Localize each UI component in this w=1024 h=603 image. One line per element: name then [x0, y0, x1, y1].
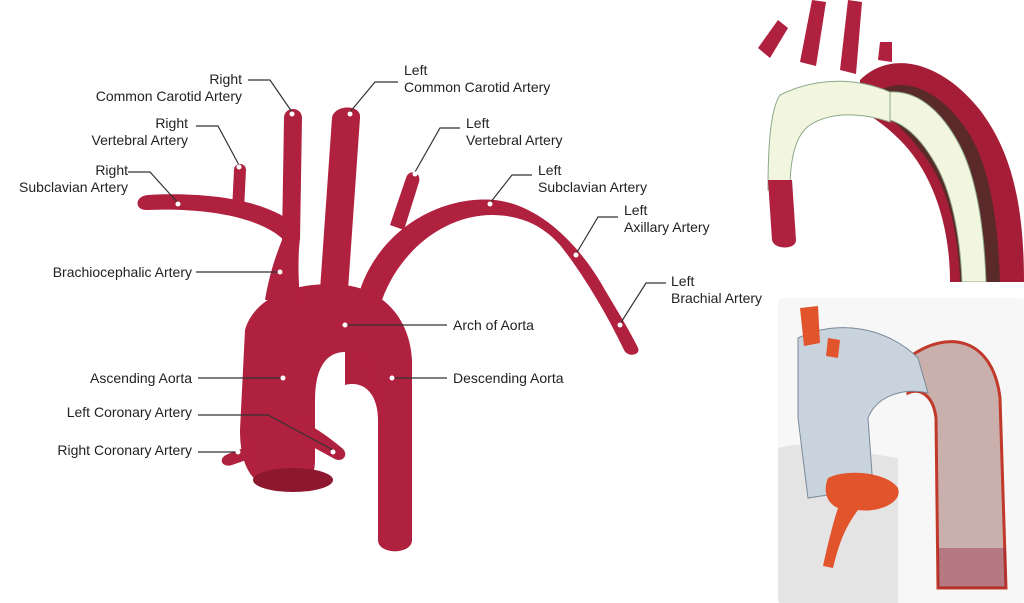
dot-right-carotid — [289, 111, 295, 117]
leader-left-brachial — [619, 282, 666, 325]
leader-right-carotid — [248, 79, 293, 113]
label-text: Subclavian Artery — [19, 179, 128, 195]
aorta-shape — [137, 107, 639, 552]
inset-hybrid-graft — [740, 0, 1024, 282]
leader-left-vertebral — [414, 127, 460, 173]
right-subclavian-shape — [137, 194, 292, 242]
label-text: Common Carotid Artery — [95, 88, 242, 104]
label-text: Left — [624, 202, 648, 218]
label-left-brachial: Left Brachial Artery — [671, 273, 762, 307]
hybrid-graft-illustration — [758, 0, 1024, 282]
leader-right-subclavian — [128, 171, 179, 204]
label-descending-aorta: Descending Aorta — [453, 370, 564, 387]
dot-brachiocephalic — [277, 269, 283, 275]
dot-left-brachial — [617, 322, 623, 328]
dot-left-subclavian — [487, 201, 493, 207]
label-right-common-carotid: Right Common Carotid Artery — [96, 71, 242, 105]
stent-arch — [797, 327, 929, 499]
label-text: Left — [538, 162, 562, 178]
marker-dots — [175, 111, 623, 455]
stent-branch-1 — [800, 306, 820, 346]
label-right-subclavian: Right Subclavian Artery — [19, 162, 128, 196]
graft-arch — [767, 80, 891, 191]
leader-left-coronary — [198, 414, 334, 451]
leader-right-vertebral — [196, 125, 240, 166]
label-left-common-carotid: Left Common Carotid Artery — [404, 62, 550, 96]
graft-branch-2 — [800, 0, 826, 66]
graft-ascending — [768, 180, 796, 248]
dot-right-coronary — [235, 449, 241, 455]
label-left-axillary: Left Axillary Artery — [624, 202, 710, 236]
label-text: Common Carotid Artery — [404, 79, 551, 95]
dot-right-vertebral — [236, 164, 242, 170]
label-text: Ascending Aorta — [90, 370, 192, 386]
label-text: Arch of Aorta — [453, 317, 534, 333]
dot-left-coronary — [330, 449, 336, 455]
label-text: Left — [671, 273, 695, 289]
label-text: Right — [155, 115, 188, 131]
dot-left-axillary — [573, 252, 579, 258]
dot-ascending — [280, 375, 286, 381]
label-text: Left — [404, 62, 428, 78]
dot-left-carotid — [347, 111, 353, 117]
label-text: Vertebral Artery — [466, 132, 563, 148]
dot-descending — [389, 375, 395, 381]
graft-stent-body — [889, 91, 987, 282]
stent-root — [823, 472, 899, 568]
label-text: Vertebral Artery — [91, 132, 189, 148]
stent-distal-band — [938, 548, 1006, 588]
leader-left-subclavian — [489, 174, 532, 204]
label-text: Left Coronary Artery — [66, 404, 192, 420]
label-text: Brachiocephalic Artery — [52, 264, 192, 280]
brachiocephalic-shape — [265, 235, 300, 300]
label-arch-of-aorta: Arch of Aorta — [453, 317, 534, 334]
leader-left-axillary — [575, 216, 618, 255]
dot-arch — [342, 322, 348, 328]
label-right-vertebral: Right Vertebral Artery — [92, 115, 189, 149]
label-text: Left — [466, 115, 490, 131]
label-text: Axillary Artery — [624, 219, 710, 235]
inset-branched-stent-graft — [778, 298, 1024, 603]
label-left-coronary: Left Coronary Artery — [67, 404, 192, 421]
label-brachiocephalic: Brachiocephalic Artery — [53, 264, 192, 281]
branched-stent-illustration — [778, 306, 1008, 603]
label-ascending-aorta: Ascending Aorta — [90, 370, 192, 387]
label-text: Right — [209, 71, 242, 87]
label-text: Right Coronary Artery — [57, 442, 192, 458]
label-text: Descending Aorta — [453, 370, 564, 386]
label-left-subclavian: Left Subclavian Artery — [538, 162, 647, 196]
arch-shape — [240, 284, 412, 552]
right-carotid-shape — [282, 109, 302, 240]
right-vertebral-shape — [232, 164, 246, 210]
left-vertebral-shape — [390, 172, 420, 230]
graft-branch-4 — [878, 42, 892, 62]
label-text: Right — [95, 162, 128, 178]
label-text: Brachial Artery — [671, 290, 763, 306]
label-left-vertebral: Left Vertebral Artery — [466, 115, 563, 149]
dot-left-vertebral — [412, 171, 418, 177]
label-right-coronary: Right Coronary Artery — [57, 442, 192, 459]
label-text: Subclavian Artery — [538, 179, 647, 195]
left-carotid-shape — [320, 107, 361, 290]
graft-branch-3 — [840, 0, 862, 74]
aortic-root-shape — [253, 468, 333, 492]
right-coronary-shape — [221, 445, 252, 466]
leader-lines — [128, 79, 666, 453]
dot-right-subclavian — [175, 201, 181, 207]
graft-branch-1 — [758, 20, 788, 58]
stent-branch-2 — [826, 338, 840, 358]
leader-left-carotid — [349, 81, 398, 113]
